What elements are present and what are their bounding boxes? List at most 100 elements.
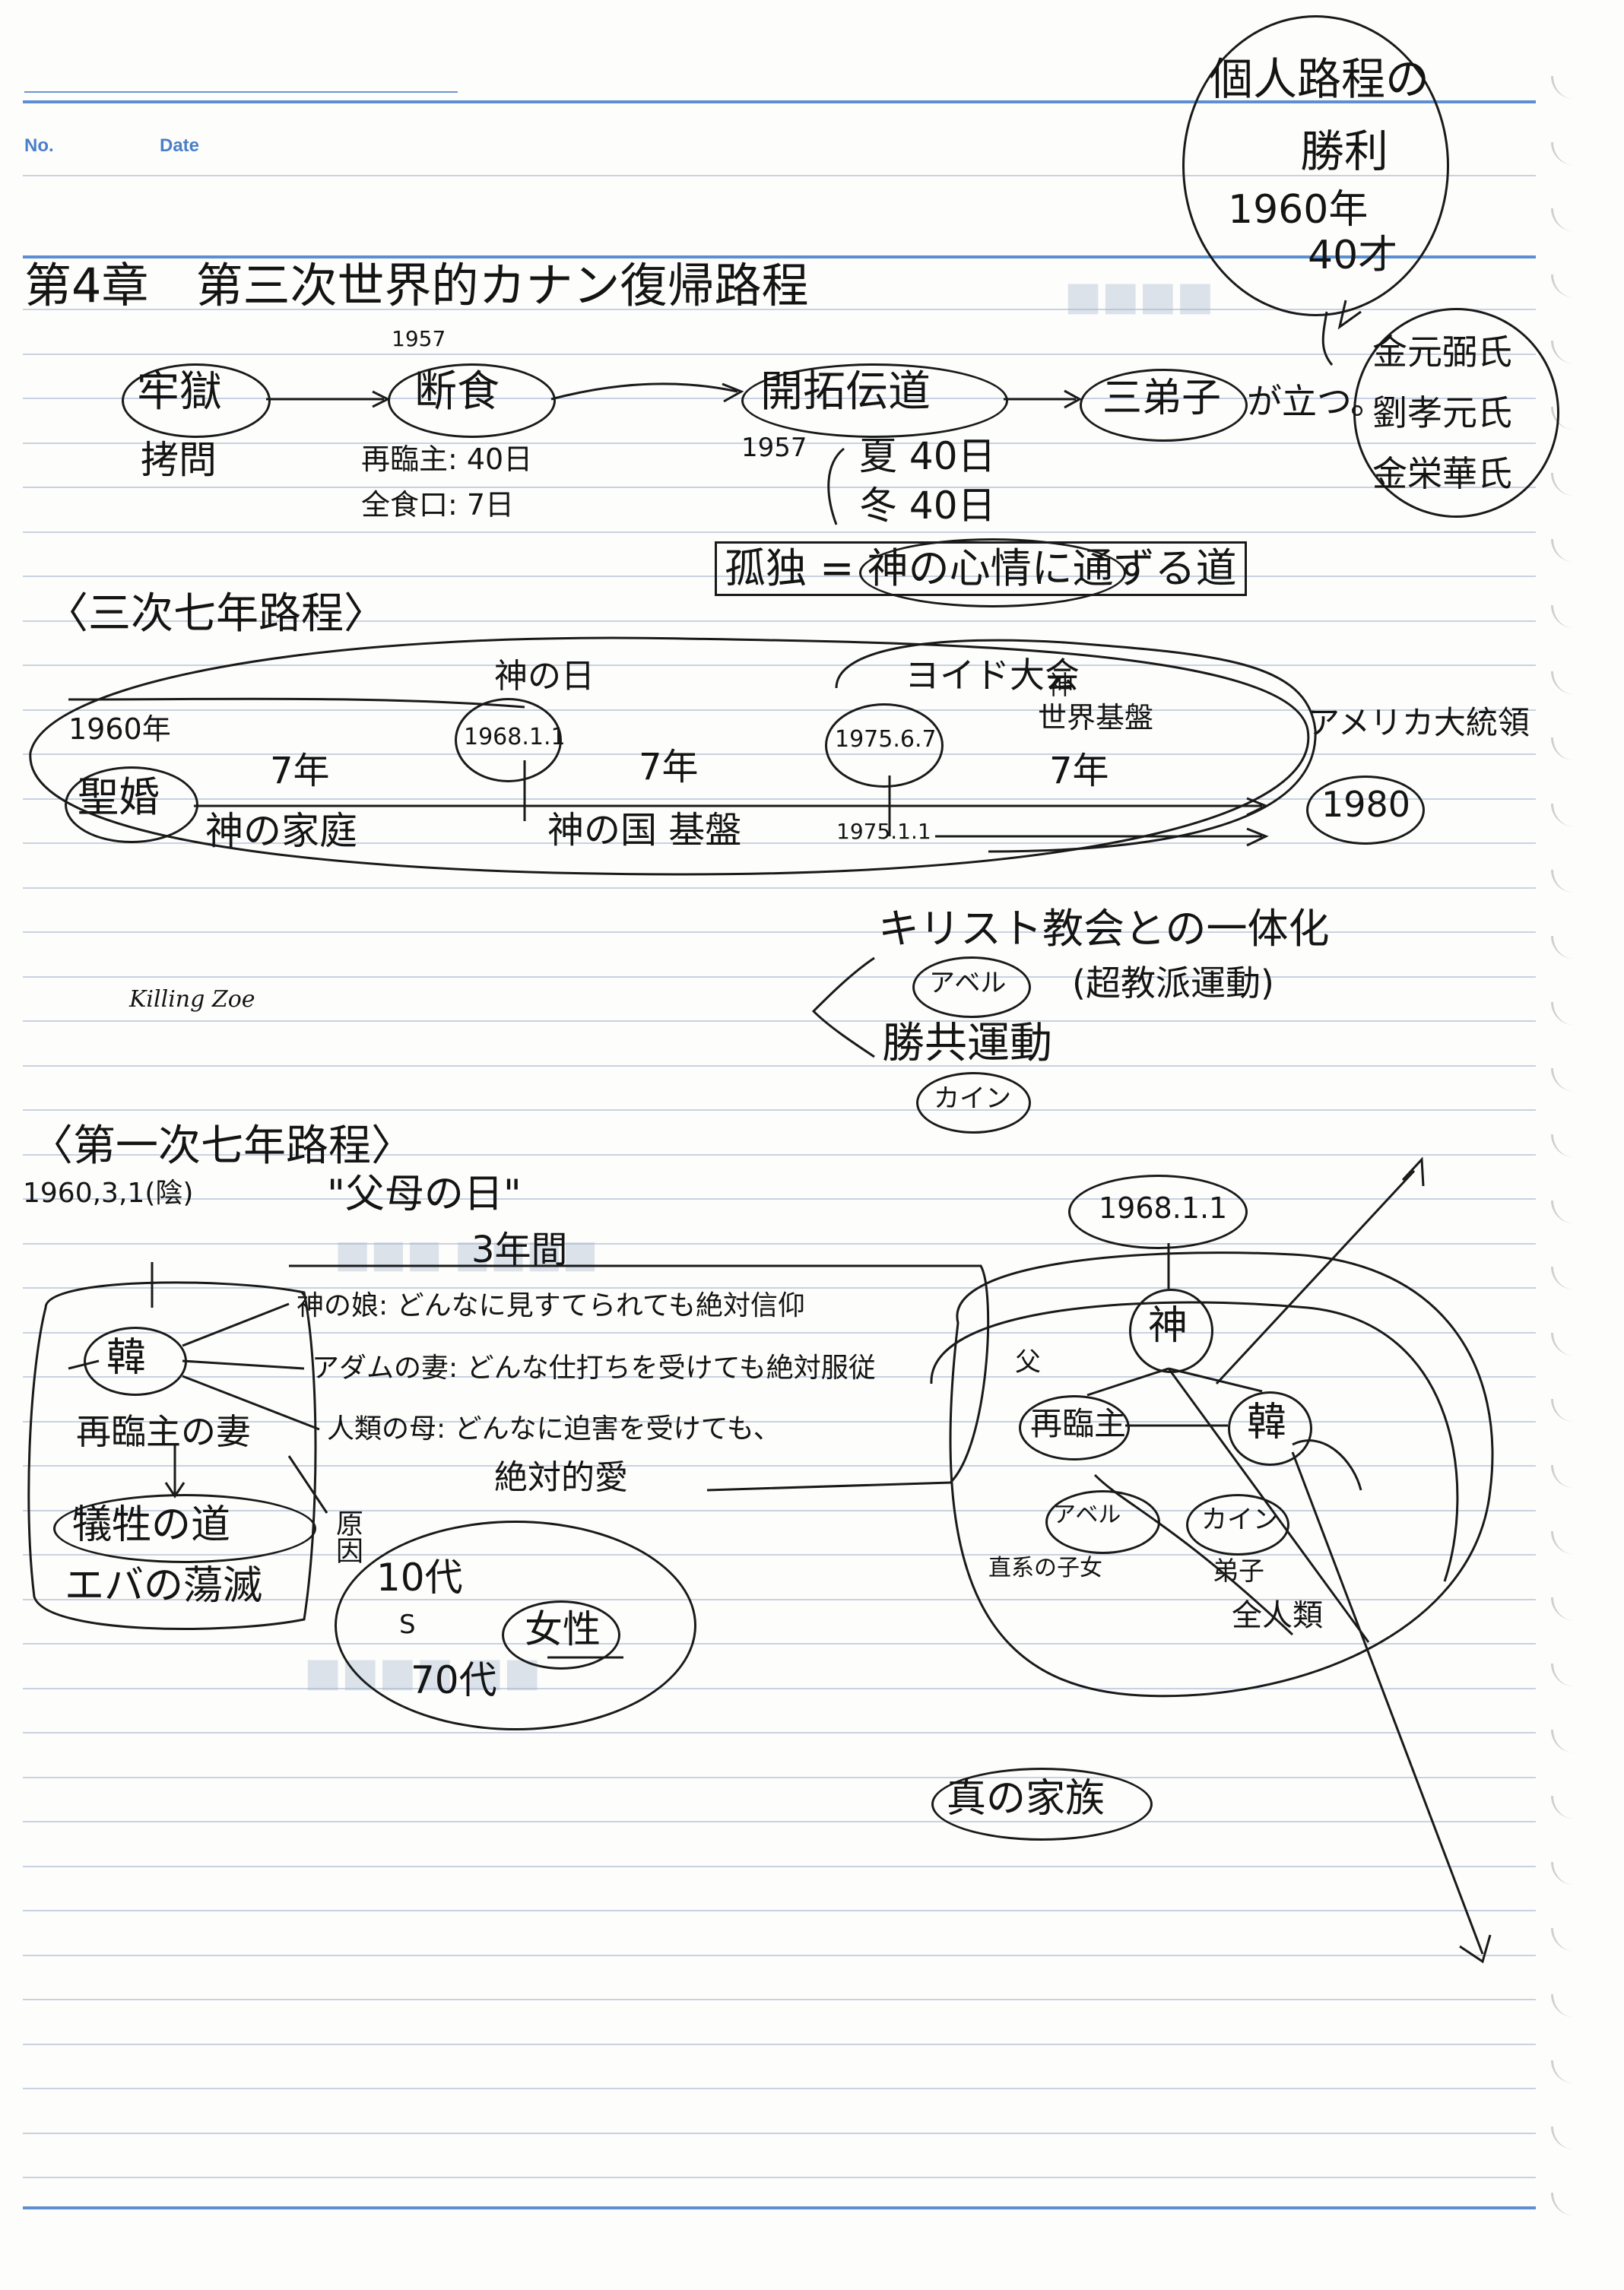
victory-age: 40才 bbox=[1308, 233, 1398, 278]
seven-years-a: 7年 bbox=[270, 750, 330, 792]
yoido-label: ヨイド大会 bbox=[905, 655, 1080, 696]
victory-tail bbox=[1321, 311, 1334, 366]
lord-bubble bbox=[1019, 1395, 1130, 1461]
han-bubble bbox=[1228, 1391, 1312, 1466]
unity-bracket bbox=[811, 956, 875, 1058]
date-1975b: 1975.6.7 bbox=[835, 726, 937, 753]
bottom-margin-rule bbox=[23, 2206, 1536, 2209]
date-label: Date bbox=[160, 135, 200, 156]
true-family-enclosure bbox=[949, 1251, 1494, 1698]
fast-detail-1: 再臨主: 40日 bbox=[361, 442, 533, 476]
seven-years-b: 7年 bbox=[639, 746, 699, 788]
ruled-line bbox=[23, 1020, 1536, 1022]
to-women-line bbox=[287, 1455, 328, 1514]
ruled-line bbox=[23, 1599, 1536, 1600]
disciples-bubble bbox=[1353, 308, 1559, 518]
ruled-line bbox=[23, 976, 1536, 978]
daughter-role: 神の娘: どんなに見すてられても絶対信仰 bbox=[297, 1290, 806, 1321]
disciple-3: 金栄華氏 bbox=[1372, 453, 1512, 494]
women-bubble bbox=[335, 1521, 696, 1730]
ruled-line bbox=[23, 1643, 1536, 1645]
reason-label: 原因 bbox=[331, 1509, 363, 1564]
abel-cain-mesh bbox=[1093, 1473, 1294, 1636]
christian-unity: キリスト教会との一体化 bbox=[878, 905, 1330, 953]
roles-enclosure bbox=[289, 1264, 990, 1492]
fast-label: 断食 bbox=[414, 367, 500, 417]
ages-tilde: S bbox=[399, 1610, 416, 1640]
god-to-han bbox=[1168, 1367, 1263, 1393]
cain-label: カイン bbox=[934, 1083, 1011, 1114]
parents-day: "父母の日" bbox=[327, 1172, 522, 1217]
ruled-line bbox=[23, 1243, 1536, 1245]
ruled-line bbox=[23, 620, 1536, 622]
ruled-line bbox=[23, 1866, 1536, 1867]
arrowhead bbox=[1064, 389, 1083, 409]
ruled-line bbox=[23, 1777, 1536, 1778]
kingdom-label: 神の国 基盤 bbox=[547, 809, 742, 852]
mother-han: 韓 bbox=[106, 1335, 147, 1381]
pioneer-label: 開拓伝道 bbox=[760, 367, 931, 417]
arrowhead bbox=[372, 390, 391, 408]
ruled-line bbox=[23, 1376, 1536, 1378]
ruled-line bbox=[23, 1999, 1536, 2000]
holy-wedding-label: 聖婚 bbox=[78, 773, 160, 821]
victory-line1: 個人路程の bbox=[1209, 53, 1430, 105]
pioneer-bubble bbox=[741, 363, 1008, 438]
disciple-1: 金元弼氏 bbox=[1372, 331, 1512, 373]
prison-label: 牢獄 bbox=[137, 367, 222, 417]
arrowhead bbox=[1401, 1156, 1425, 1187]
ruled-line bbox=[23, 2133, 1536, 2134]
ruled-line bbox=[23, 1732, 1536, 1733]
summer-label: 夏 40日 bbox=[859, 434, 996, 478]
ruled-line bbox=[23, 175, 1536, 176]
anticommunism-label: 勝共運動 bbox=[882, 1019, 1052, 1068]
han-arrow bbox=[68, 1359, 100, 1370]
abel-bubble bbox=[912, 956, 1031, 1018]
course-enclosure-inner bbox=[835, 639, 1317, 853]
ruled-line bbox=[23, 1109, 1536, 1111]
killing-zoe: Killing Zoe bbox=[129, 986, 255, 1013]
ruled-line bbox=[23, 887, 1536, 889]
ruled-line bbox=[23, 354, 1536, 355]
top-margin-rule bbox=[23, 255, 1536, 258]
adam-wife-role: アダムの妻: どんな仕打ちを受けても絶対服従 bbox=[312, 1353, 876, 1384]
arrowhead bbox=[722, 382, 744, 403]
date-1968: 1968.1.1 bbox=[464, 724, 566, 750]
ruled-line bbox=[23, 1287, 1536, 1289]
lord-label: 再臨主 bbox=[1030, 1405, 1127, 1442]
ruled-line bbox=[23, 2088, 1536, 2089]
year-1980-bubble bbox=[1306, 775, 1425, 845]
ruled-line bbox=[23, 842, 1536, 844]
three-disciples-bubble bbox=[1080, 369, 1248, 442]
sacrifice-bubble bbox=[53, 1494, 316, 1563]
stand-label: が立つ。 bbox=[1247, 381, 1386, 422]
down-arrow-line bbox=[1291, 1451, 1484, 1955]
tf-cain-label: カイン bbox=[1201, 1505, 1279, 1535]
timeline-top bbox=[68, 697, 525, 709]
ages-top: 10代 bbox=[376, 1556, 463, 1600]
bleed-through-text: ■■■■ bbox=[1064, 274, 1214, 319]
header-underline bbox=[24, 91, 458, 93]
chapter-title: 第4章 第三次世界的カナン復帰路程 bbox=[24, 258, 809, 313]
pioneer-year: 1957 bbox=[741, 433, 807, 463]
date-1975b-bubble bbox=[825, 703, 944, 788]
sacrifice-label: 犠牲の道 bbox=[72, 1502, 231, 1548]
winter-label: 冬 40日 bbox=[859, 484, 996, 528]
torture-label: 拷問 bbox=[141, 438, 217, 482]
first-course-heading: 〈第一次七年路程〉 bbox=[30, 1121, 414, 1171]
world-base-label: 世界基盤 bbox=[1038, 701, 1154, 734]
mankind-label: 全人類 bbox=[1232, 1598, 1323, 1633]
god-to-mankind bbox=[1167, 1368, 1370, 1643]
ruled-line bbox=[23, 753, 1536, 755]
ages-bottom: 70代 bbox=[411, 1658, 497, 1702]
no-label: No. bbox=[24, 135, 54, 156]
ruled-line bbox=[23, 309, 1536, 310]
bride-label: 再臨主の妻 bbox=[76, 1411, 251, 1452]
disciple-2: 劉孝元氏 bbox=[1372, 392, 1512, 433]
ruled-line bbox=[23, 1688, 1536, 1689]
arrowhead bbox=[1459, 1934, 1492, 1964]
tf-cain-bubble bbox=[1186, 1494, 1289, 1556]
absolute-love: 絶対的愛 bbox=[494, 1458, 628, 1497]
ruled-line bbox=[23, 2044, 1536, 2045]
prison-bubble bbox=[122, 363, 271, 438]
